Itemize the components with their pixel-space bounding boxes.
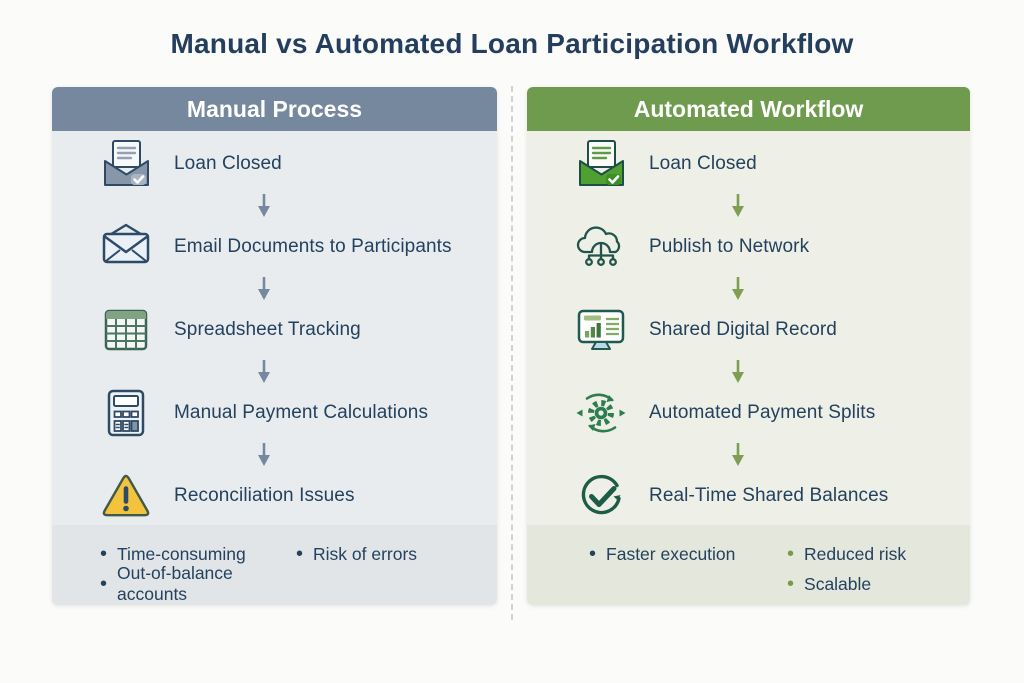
automated-panel-header: Automated Workflow: [527, 87, 970, 131]
check-circle-sync-icon: [573, 468, 629, 524]
email-envelope-icon: [98, 219, 154, 275]
automated-panel-footer: Faster execution Reduced risk Scalable: [527, 525, 970, 605]
manual-panel-body: Loan Closed Email Documents to: [52, 131, 497, 525]
down-arrow-icon: [257, 360, 270, 383]
down-arrow-icon: [731, 277, 744, 300]
footer-bullet: Reduced risk: [787, 539, 970, 569]
down-arrow-icon: [731, 360, 744, 383]
step-label: Loan Closed: [649, 153, 757, 174]
envelope-open-document-check-green-icon: [573, 136, 629, 192]
workflow-step: Loan Closed: [52, 135, 497, 193]
step-label: Manual Payment Calculations: [174, 402, 429, 423]
step-label: Spreadsheet Tracking: [174, 319, 361, 340]
down-arrow-icon: [257, 194, 270, 217]
automated-workflow-panel: Automated Workflow Loan Closed: [527, 87, 970, 605]
bullet-text: Out-of-balance accounts: [117, 563, 233, 604]
bullet-text: Faster execution: [606, 543, 736, 564]
step-label: Reconciliation Issues: [174, 485, 355, 506]
gear-sync-arrows-icon: [573, 385, 629, 441]
column-divider: [511, 86, 513, 620]
flow-connector: [52, 442, 497, 467]
step-label: Email Documents to Participants: [174, 236, 452, 257]
workflow-step: Publish to Network: [527, 218, 970, 276]
manual-panel-footer: Time-consuming Risk of errors Out-of-bal…: [52, 525, 497, 605]
flow-connector: [52, 359, 497, 384]
down-arrow-icon: [257, 277, 270, 300]
footer-bullet: Scalable: [787, 569, 970, 599]
manual-process-panel: Manual Process Loan Closed: [52, 87, 497, 605]
bullet-text: Risk of errors: [313, 543, 418, 564]
automated-panel-body: Loan Closed: [527, 131, 970, 525]
footer-bullet: Time-consuming: [100, 539, 296, 569]
footer-bullet: Faster execution: [589, 539, 787, 569]
flow-connector: [52, 193, 497, 218]
bullet-text: Reduced risk: [804, 543, 907, 564]
manual-panel-header: Manual Process: [52, 87, 497, 131]
workflow-step: Reconciliation Issues: [52, 467, 497, 525]
workflow-step: Spreadsheet Tracking: [52, 301, 497, 359]
bullet-text: Time-consuming: [117, 543, 246, 564]
flow-connector: [527, 193, 970, 218]
workflow-step: Real-Time Shared Balances: [527, 467, 970, 525]
step-label: Shared Digital Record: [649, 319, 837, 340]
cloud-network-icon: [573, 219, 629, 275]
warning-triangle-icon: [98, 468, 154, 524]
step-label: Loan Closed: [174, 153, 282, 174]
flow-connector: [527, 276, 970, 301]
step-label: Automated Payment Splits: [649, 402, 876, 423]
footer-bullet: Risk of errors: [296, 539, 497, 569]
workflow-step: Automated Payment Splits: [527, 384, 970, 442]
page-title: Manual vs Automated Loan Participation W…: [170, 28, 854, 59]
step-label: Publish to Network: [649, 236, 810, 257]
workflow-step: Manual Payment Calculations: [52, 384, 497, 442]
step-label: Real-Time Shared Balances: [649, 485, 889, 506]
workflow-step: Email Documents to Participants: [52, 218, 497, 276]
down-arrow-icon: [731, 443, 744, 466]
flow-connector: [527, 442, 970, 467]
footer-bullet: Out-of-balance accounts: [100, 563, 296, 604]
down-arrow-icon: [257, 443, 270, 466]
flow-connector: [52, 276, 497, 301]
workflow-step: Loan Closed: [527, 135, 970, 193]
monitor-chart-icon: [573, 302, 629, 358]
spreadsheet-grid-icon: [98, 302, 154, 358]
down-arrow-icon: [731, 194, 744, 217]
workflow-step: Shared Digital Record: [527, 301, 970, 359]
flow-connector: [527, 359, 970, 384]
calculator-icon: [98, 385, 154, 441]
bullet-text: Scalable: [804, 573, 872, 594]
envelope-open-document-check-icon: [98, 136, 154, 192]
